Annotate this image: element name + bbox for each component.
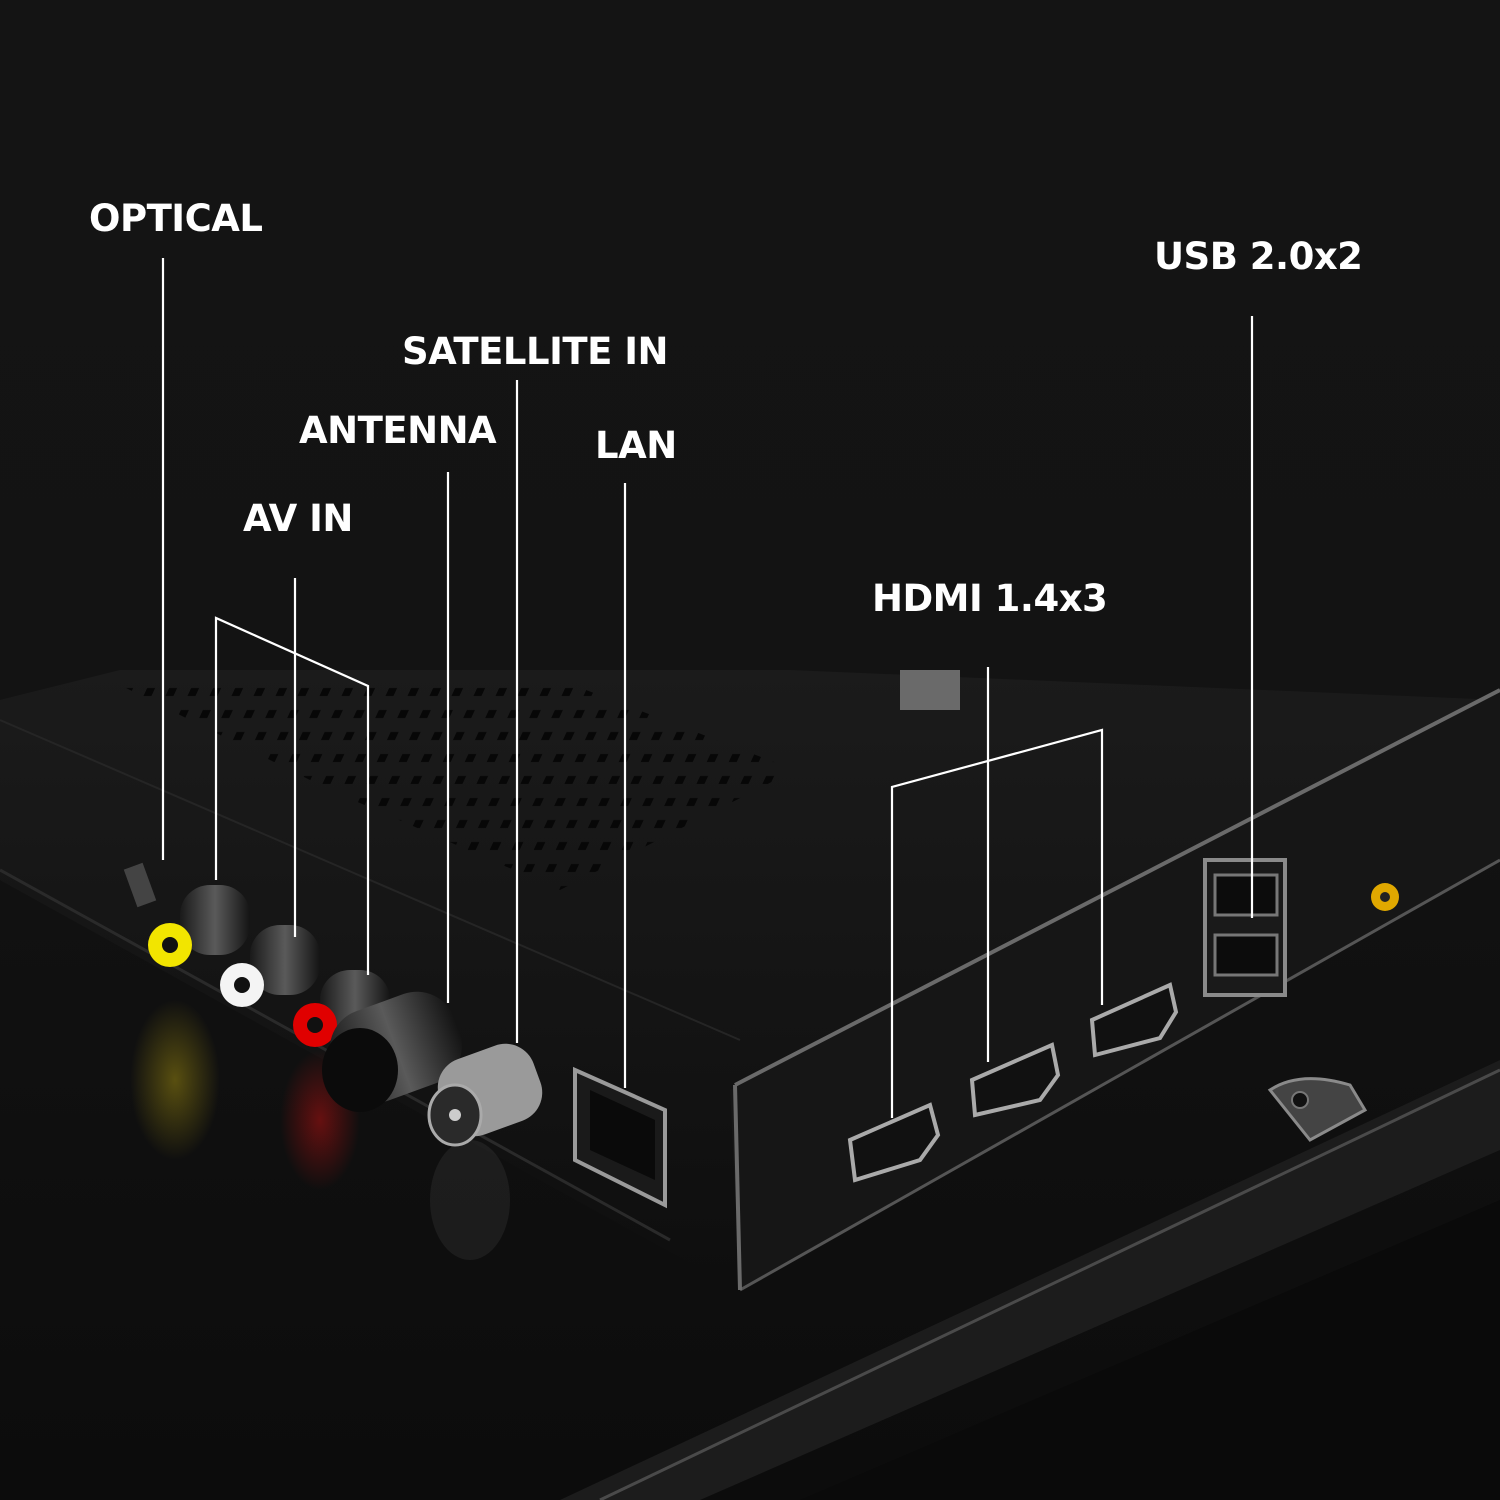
label-usb: USB 2.0x2: [1154, 235, 1363, 278]
usb-ports: [1203, 858, 1287, 997]
rca-white-port: [220, 925, 320, 1007]
antenna-port: [322, 991, 462, 1112]
stand-post: [900, 670, 960, 710]
label-av-in: AV IN: [243, 497, 353, 540]
leader-lines: [161, 258, 1254, 1118]
lan-port: [573, 1066, 667, 1209]
label-antenna: ANTENNA: [299, 409, 497, 452]
rca-yellow-port: [148, 885, 250, 967]
hdmi-port-3: [1089, 982, 1179, 1058]
tv-bezel: [560, 1060, 1500, 1500]
panel-edge: [734, 688, 1500, 1087]
tv-back-left-face: [0, 670, 1500, 1290]
label-hdmi: HDMI 1.4x3: [872, 577, 1108, 620]
label-optical: OPTICAL: [89, 197, 263, 240]
optical-port: [123, 862, 157, 908]
vent-grille: [110, 680, 795, 890]
hdmi-port-2: [969, 1042, 1061, 1118]
label-satellite-in: SATELLITE IN: [402, 330, 668, 373]
mount-bracket: [1267, 1077, 1368, 1142]
satellite-port: [427, 1043, 543, 1147]
label-lan: LAN: [595, 424, 677, 467]
hdmi-port-1: [847, 1102, 941, 1183]
